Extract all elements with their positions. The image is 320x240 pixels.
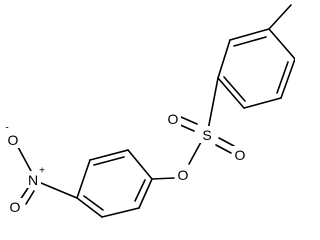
bond xyxy=(217,39,231,79)
methyl-bond xyxy=(268,4,292,30)
double-bond xyxy=(215,144,232,154)
nitrophenyl-ring xyxy=(40,149,153,218)
bond xyxy=(151,177,175,180)
double-bond-inner xyxy=(276,61,289,94)
double-bond-inner xyxy=(93,156,125,166)
structure-diagram: S O O O N + O - O xyxy=(5,4,295,218)
bond xyxy=(76,159,91,199)
double-bond xyxy=(180,116,198,125)
bond xyxy=(127,149,153,180)
bond xyxy=(207,77,219,131)
tolyl-ring xyxy=(217,4,295,109)
double-bond-inner xyxy=(83,195,104,211)
nitro-nitrogen-charge: + xyxy=(39,166,45,177)
bond xyxy=(40,182,78,199)
nitro-oxygen-upper-charge: - xyxy=(5,123,8,134)
double-bond-inner xyxy=(223,76,246,102)
bond xyxy=(138,178,153,209)
bond xyxy=(101,207,140,218)
bond xyxy=(217,77,245,109)
ester-oxygen-label: O xyxy=(178,167,189,183)
double-bond-inner xyxy=(233,36,267,47)
double-bond-inner xyxy=(134,179,146,202)
nitro-oxygen-lower-label: O xyxy=(10,199,21,215)
molecule-drawing: S O O O N + O - O xyxy=(5,4,295,218)
nitro-nitrogen-label: N xyxy=(28,172,38,188)
bond xyxy=(243,97,282,109)
bond xyxy=(89,149,129,161)
bond xyxy=(280,58,295,99)
bond xyxy=(76,197,103,218)
bond xyxy=(268,28,295,60)
sulfonyl-group xyxy=(151,77,235,180)
nitro-oxygen-upper-label: O xyxy=(8,132,19,148)
double-bond xyxy=(218,137,235,147)
sulfur-label: S xyxy=(202,127,211,143)
bond xyxy=(188,141,202,165)
sulfonyl-oxygen-upper-label: O xyxy=(168,111,179,127)
bond xyxy=(229,28,270,41)
sulfonyl-oxygen-lower-label: O xyxy=(235,147,246,163)
atom-labels: S O O O N + O - O xyxy=(5,110,247,215)
double-bond xyxy=(25,190,35,205)
bond xyxy=(17,146,32,172)
